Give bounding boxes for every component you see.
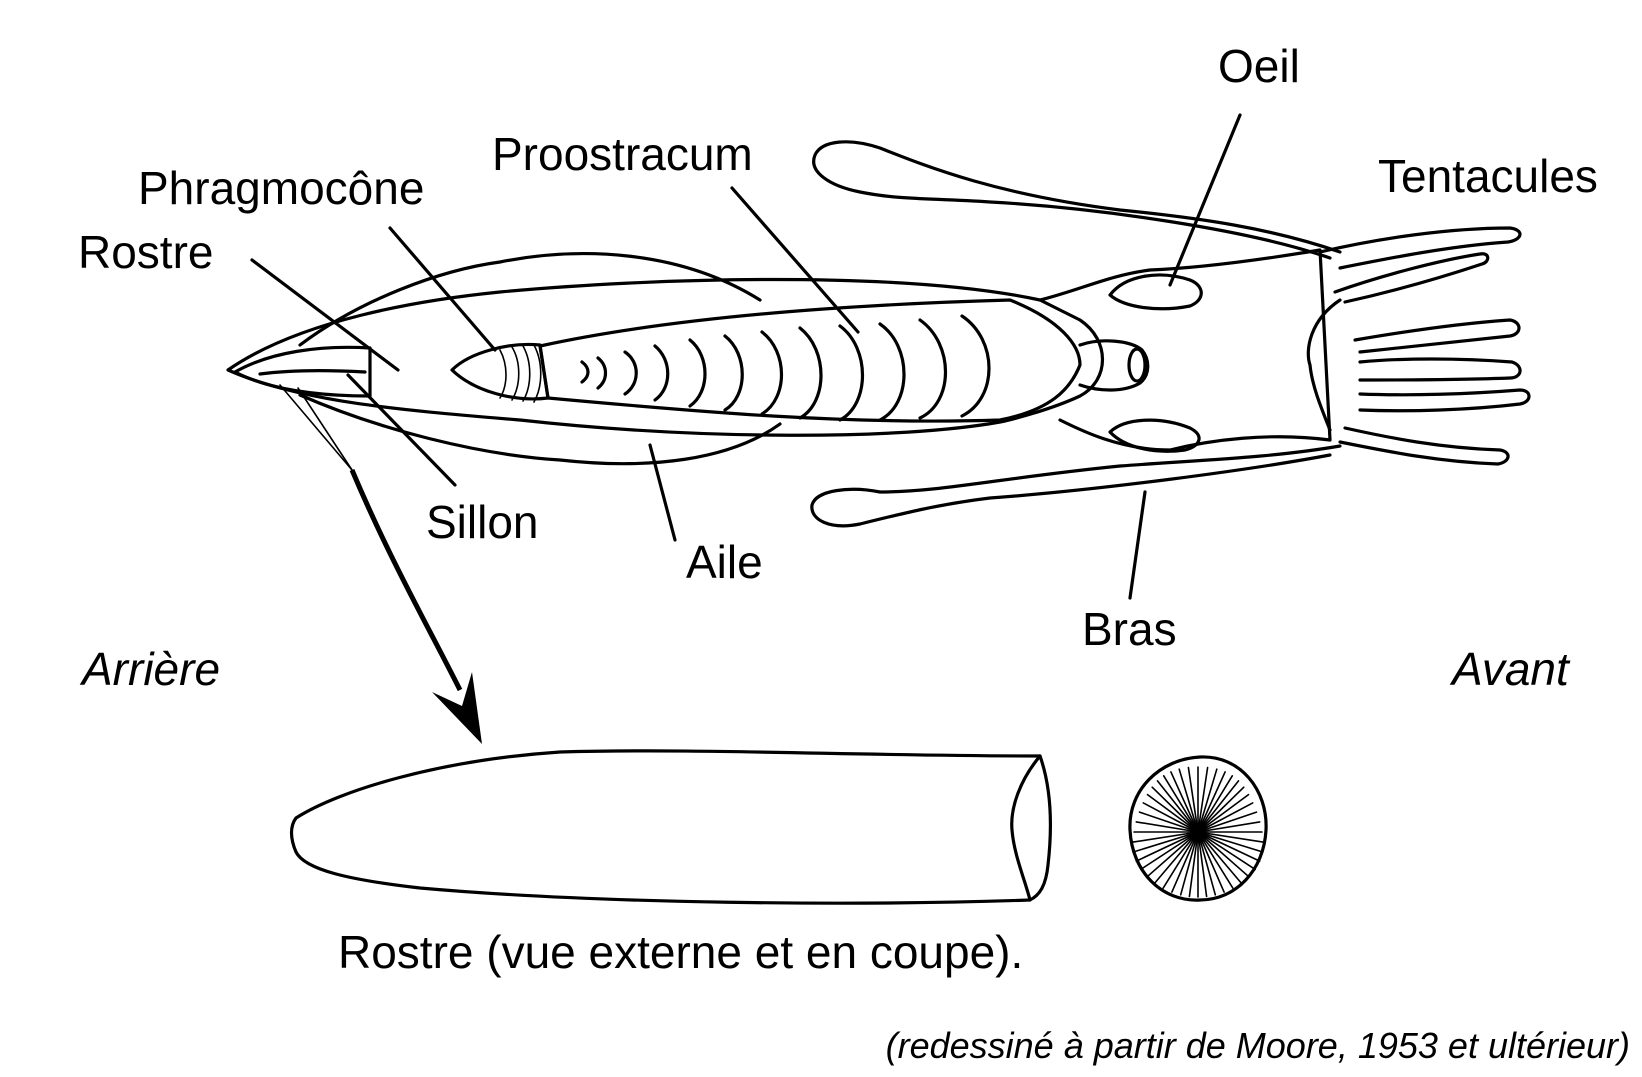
cross-section-radial-line bbox=[1142, 802, 1199, 833]
cross-section-radial-line bbox=[1151, 786, 1199, 833]
rostrum-external-view bbox=[289, 749, 1052, 905]
cross-section-radial-line bbox=[1197, 831, 1256, 871]
arm-4 bbox=[1358, 357, 1522, 382]
cross-section-radial-line bbox=[1153, 831, 1199, 884]
figure-credit: (redessiné à partir de Moore, 1953 et ul… bbox=[886, 1025, 1630, 1066]
arm-5 bbox=[1358, 388, 1531, 413]
leader-lines bbox=[250, 113, 1242, 600]
label-aile: Aile bbox=[686, 536, 763, 588]
label-rostre: Rostre bbox=[78, 226, 213, 278]
labels: Oeil Proostracum Tentacules Phragmocône … bbox=[78, 40, 1630, 1066]
leader-bras bbox=[1128, 490, 1147, 600]
upper-fin bbox=[298, 252, 762, 347]
cross-section-radial-line bbox=[1197, 831, 1225, 893]
funnel bbox=[1078, 339, 1150, 392]
cross-section-radial-line bbox=[1187, 766, 1199, 833]
cross-section-radial-line bbox=[1197, 771, 1226, 833]
cross-section-radial-line bbox=[1197, 831, 1243, 884]
rostrum-cross-section bbox=[1128, 755, 1268, 902]
proostracum-growth-lines bbox=[580, 314, 991, 422]
cross-section-radial-line bbox=[1146, 831, 1199, 878]
phragmocone-shape bbox=[450, 342, 550, 401]
upper-tentacle bbox=[812, 140, 1342, 260]
cross-section-radial-line bbox=[1171, 831, 1199, 893]
cross-section-radial-line bbox=[1197, 831, 1264, 843]
cross-section-radial-line bbox=[1135, 821, 1199, 833]
cross-section-radial-line bbox=[1197, 831, 1261, 862]
cross-section-radial-line bbox=[1140, 831, 1199, 871]
cross-section-radial-line bbox=[1162, 774, 1199, 833]
cross-section-radial-line bbox=[1197, 831, 1208, 898]
cross-section-radial-line bbox=[1132, 831, 1199, 853]
label-tentacules: Tentacules bbox=[1378, 150, 1598, 202]
mantle-outline bbox=[226, 277, 1104, 437]
proostracum-shape bbox=[538, 298, 1082, 423]
rostrum-inner bbox=[233, 345, 372, 398]
cross-section-radial-line bbox=[1197, 811, 1258, 833]
cross-section-radial-line bbox=[1138, 811, 1199, 833]
leader-rostre bbox=[250, 258, 400, 372]
label-oeil: Oeil bbox=[1218, 40, 1300, 92]
arm-3 bbox=[1353, 318, 1521, 354]
rostrum-break-edge bbox=[1010, 754, 1042, 902]
leader-proostracum bbox=[730, 186, 860, 334]
cross-section-radial-line bbox=[1188, 831, 1199, 898]
cross-section-radial-line bbox=[1197, 802, 1254, 833]
label-bras: Bras bbox=[1082, 603, 1177, 655]
cross-section-radial-line bbox=[1197, 793, 1250, 833]
phragmocone-septa bbox=[499, 344, 542, 403]
cross-section-radial-line bbox=[1197, 786, 1245, 833]
cross-section-radial-line bbox=[1197, 774, 1234, 833]
cross-section-radial-line bbox=[1197, 821, 1261, 833]
cross-section-radial-line bbox=[1146, 793, 1199, 833]
arms-and-tentacles bbox=[810, 140, 1531, 528]
leader-sillon bbox=[346, 373, 457, 487]
label-arriere: Arrière bbox=[79, 643, 220, 695]
lower-tentacle bbox=[810, 444, 1342, 528]
cross-section-radial-line bbox=[1197, 831, 1234, 890]
cross-section-outline bbox=[1128, 755, 1268, 902]
cross-section-radial-line bbox=[1197, 831, 1250, 878]
cross-section-radial-line bbox=[1162, 831, 1199, 890]
leader-oeil bbox=[1168, 113, 1242, 287]
label-phragmocone: Phragmocône bbox=[138, 162, 424, 214]
cross-section-radial-line bbox=[1179, 831, 1199, 896]
upper-eye bbox=[1108, 273, 1203, 311]
cross-section-radial-line bbox=[1156, 780, 1199, 833]
zoom-arrowhead bbox=[432, 672, 482, 744]
cross-section-radial-line bbox=[1197, 766, 1209, 833]
label-proostracum: Proostracum bbox=[492, 128, 753, 180]
cross-section-radial-line bbox=[1197, 780, 1240, 833]
figure-caption: Rostre (vue externe et en coupe). bbox=[338, 926, 1023, 978]
zoom-arrow bbox=[279, 384, 482, 744]
funnel-opening bbox=[1127, 347, 1147, 383]
belemnite-body bbox=[226, 248, 1332, 466]
cross-section-radial-line bbox=[1178, 768, 1199, 833]
leader-phragmocone bbox=[388, 226, 497, 352]
arm-2 bbox=[1333, 252, 1490, 304]
leader-aile bbox=[648, 443, 677, 542]
rostrum-detail bbox=[289, 749, 1052, 905]
arm-crown-base bbox=[1306, 298, 1342, 432]
arm-1 bbox=[1318, 226, 1522, 270]
label-sillon: Sillon bbox=[426, 496, 539, 548]
groove-line bbox=[258, 369, 367, 376]
lower-fin bbox=[298, 393, 782, 466]
zoom-thin-line-a bbox=[279, 384, 353, 471]
cross-section-radial-line bbox=[1135, 831, 1199, 862]
cross-section-radial-line bbox=[1170, 771, 1199, 833]
zoom-thin-line-b bbox=[297, 387, 353, 471]
arm-6 bbox=[1338, 426, 1510, 466]
label-avant: Avant bbox=[1449, 643, 1571, 695]
head bbox=[1038, 248, 1332, 452]
cross-section-radial-line bbox=[1197, 831, 1264, 853]
cross-section-radial-line bbox=[1197, 768, 1218, 833]
zoom-arrow-shaft bbox=[349, 469, 463, 692]
cross-section-radial-line bbox=[1132, 831, 1199, 843]
cross-section-radial-line bbox=[1197, 831, 1217, 896]
